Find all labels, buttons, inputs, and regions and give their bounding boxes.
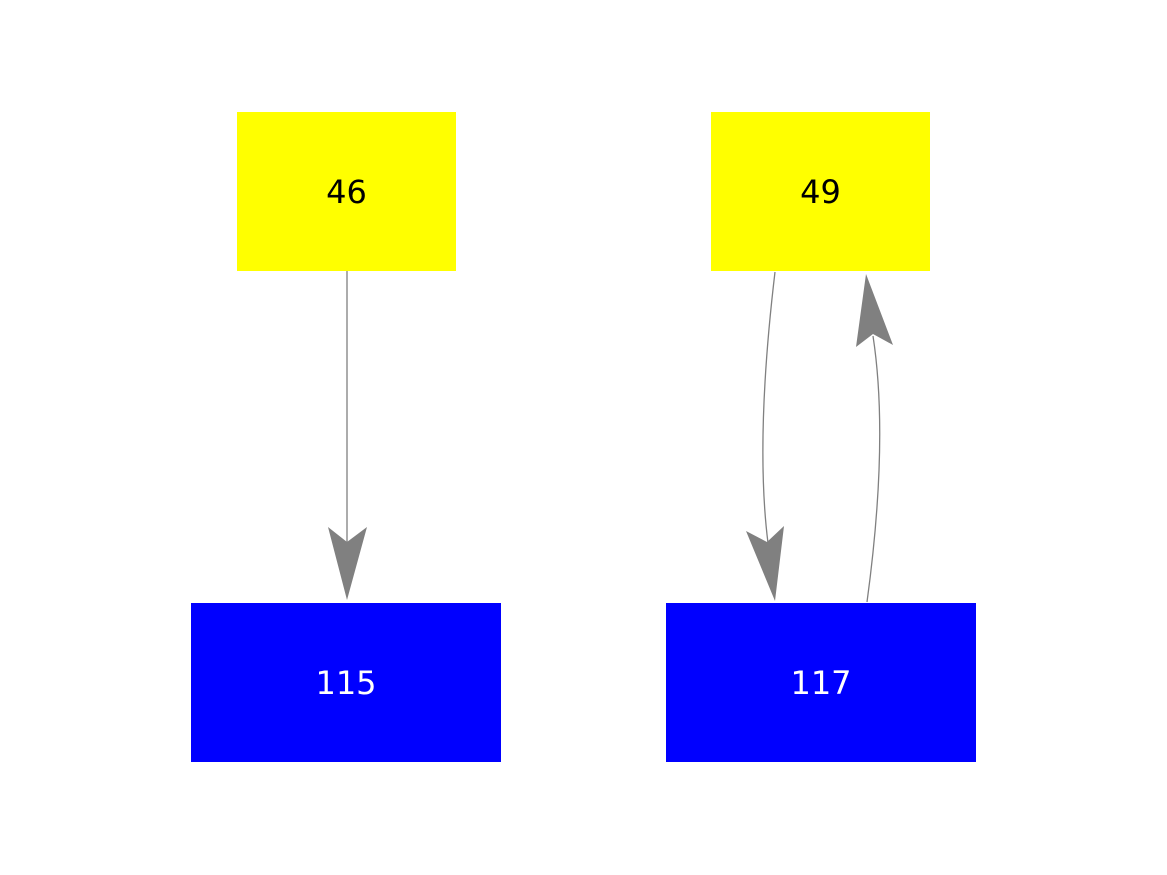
node-49: 49 bbox=[711, 112, 930, 271]
edge-117-49-arrowhead-icon bbox=[856, 274, 893, 347]
node-115-label: 115 bbox=[315, 663, 377, 702]
node-49-label: 49 bbox=[800, 172, 841, 211]
node-46-label: 46 bbox=[326, 172, 367, 211]
edge-46-115 bbox=[328, 271, 367, 600]
edge-49-117-arrowhead-icon bbox=[746, 526, 784, 601]
edge-46-115-arrowhead-icon bbox=[328, 527, 367, 600]
edge-117-49-line bbox=[866, 335, 881, 603]
node-117-label: 117 bbox=[790, 663, 852, 702]
node-115: 115 bbox=[191, 603, 501, 762]
edge-117-49 bbox=[856, 274, 893, 603]
node-117: 117 bbox=[666, 603, 976, 762]
node-46: 46 bbox=[237, 112, 456, 271]
edge-49-117-line bbox=[762, 271, 776, 544]
edge-49-117 bbox=[746, 271, 784, 601]
